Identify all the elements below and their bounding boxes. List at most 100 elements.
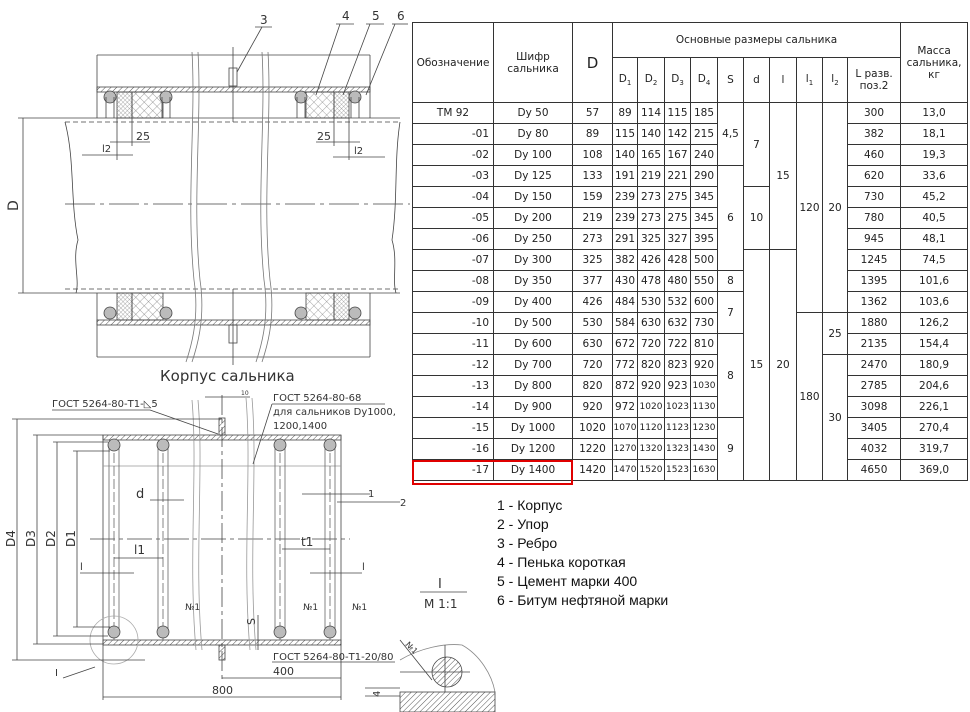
cell-d: 15 (743, 249, 770, 481)
cell-D3: 1523 (664, 459, 691, 481)
cell-mass: 154,4 (900, 333, 969, 355)
cell-D1: 484 (612, 291, 638, 313)
cell-L: 945 (846, 228, 902, 250)
cell-D: 1020 (572, 417, 613, 439)
callout-4: 4 (342, 9, 350, 23)
callout-3: 3 (260, 13, 268, 27)
cell-D3: 823 (664, 354, 691, 376)
cell-D1: 972 (612, 396, 638, 418)
header-L-line2: поз.2 (859, 80, 889, 92)
cell-S: 7 (717, 291, 744, 334)
dim-D4: D4 (4, 530, 18, 547)
cell-code: Dy 350 (493, 270, 573, 292)
cell-mass: 103,6 (900, 291, 969, 313)
cell-d: 10 (743, 186, 770, 250)
cell-D: 820 (572, 375, 613, 397)
cell-designation: -07 (412, 249, 494, 271)
cell-D2: 426 (637, 249, 665, 271)
bottom-view-gland-assembly (12, 395, 400, 700)
cell-D1: 115 (612, 123, 638, 145)
header-l1-sub: 1 (808, 79, 814, 88)
cell-S: 6 (717, 165, 744, 271)
header-l2-label: l (831, 72, 835, 85)
cell-L: 4032 (846, 438, 902, 460)
header-l: l (769, 57, 797, 103)
cell-D1: 291 (612, 228, 638, 250)
weld-spec-top-1: ГОСТ 5264-80-68 (273, 393, 361, 404)
header-l2: l2 (822, 57, 848, 103)
cell-L: 2135 (846, 333, 902, 355)
header-D3-label: D (671, 72, 680, 85)
cell-D3: 167 (664, 144, 691, 166)
cell-code: Dy 200 (493, 207, 573, 229)
cell-L: 460 (846, 144, 902, 166)
cell-L: 780 (846, 207, 902, 229)
cell-D4: 600 (690, 291, 718, 313)
callout-2: 2 (400, 498, 406, 509)
cell-D2: 273 (637, 186, 665, 208)
cell-D1: 1470 (612, 459, 638, 481)
cell-code: Dy 150 (493, 186, 573, 208)
dim-25-left: 25 (136, 130, 150, 143)
cell-D: 219 (572, 207, 613, 229)
detail-scale: М 1:1 (424, 597, 457, 611)
cell-L: 3405 (846, 417, 902, 439)
dim-800: 800 (212, 684, 233, 697)
cell-D2: 530 (637, 291, 665, 313)
cell-D4: 500 (690, 249, 718, 271)
header-D1-label: D (618, 72, 627, 85)
cell-L: 382 (846, 123, 902, 145)
dim-d: d (136, 487, 144, 502)
cell-D4: 1130 (690, 396, 718, 418)
cell-S: 4,5 (717, 102, 744, 166)
cell-D3: 275 (664, 207, 691, 229)
callout-6: 6 (397, 9, 405, 23)
cell-designation: -04 (412, 186, 494, 208)
cell-mass: 19,3 (900, 144, 969, 166)
cell-D1: 140 (612, 144, 638, 166)
cell-L: 4650 (846, 459, 902, 481)
header-D4: D4 (690, 57, 718, 103)
cell-mass: 33,6 (900, 165, 969, 187)
cell-D: 720 (572, 354, 613, 376)
cell-L: 620 (846, 165, 902, 187)
cell-code: Dy 700 (493, 354, 573, 376)
cell-D3: 1323 (664, 438, 691, 460)
cell-mass: 126,2 (900, 312, 969, 334)
cell-D2: 720 (637, 333, 665, 355)
cell-code: Dy 50 (493, 102, 573, 124)
dim-400: 400 (273, 665, 294, 678)
cell-L: 1395 (846, 270, 902, 292)
cell-d: 7 (743, 102, 770, 187)
cell-mass: 270,4 (900, 417, 969, 439)
cell-D1: 584 (612, 312, 638, 334)
cell-D1: 672 (612, 333, 638, 355)
detail-weld-view (365, 639, 496, 712)
header-D3-sub: 3 (679, 79, 684, 88)
cell-l2: 20 (822, 102, 848, 313)
cell-code: Dy 400 (493, 291, 573, 313)
cell-designation: -16 (412, 438, 494, 460)
dim-D2: D2 (44, 530, 58, 547)
header-S: S (717, 57, 744, 103)
cell-D1: 430 (612, 270, 638, 292)
legend-item: 3 - Ребро (497, 535, 558, 551)
cell-D3: 428 (664, 249, 691, 271)
cell-code: Dy 900 (493, 396, 573, 418)
cell-mass: 101,6 (900, 270, 969, 292)
header-D1: D1 (612, 57, 638, 103)
cell-designation: -12 (412, 354, 494, 376)
top-view-gland-body (18, 23, 410, 365)
cell-S: 8 (717, 333, 744, 418)
cell-D4: 730 (690, 312, 718, 334)
